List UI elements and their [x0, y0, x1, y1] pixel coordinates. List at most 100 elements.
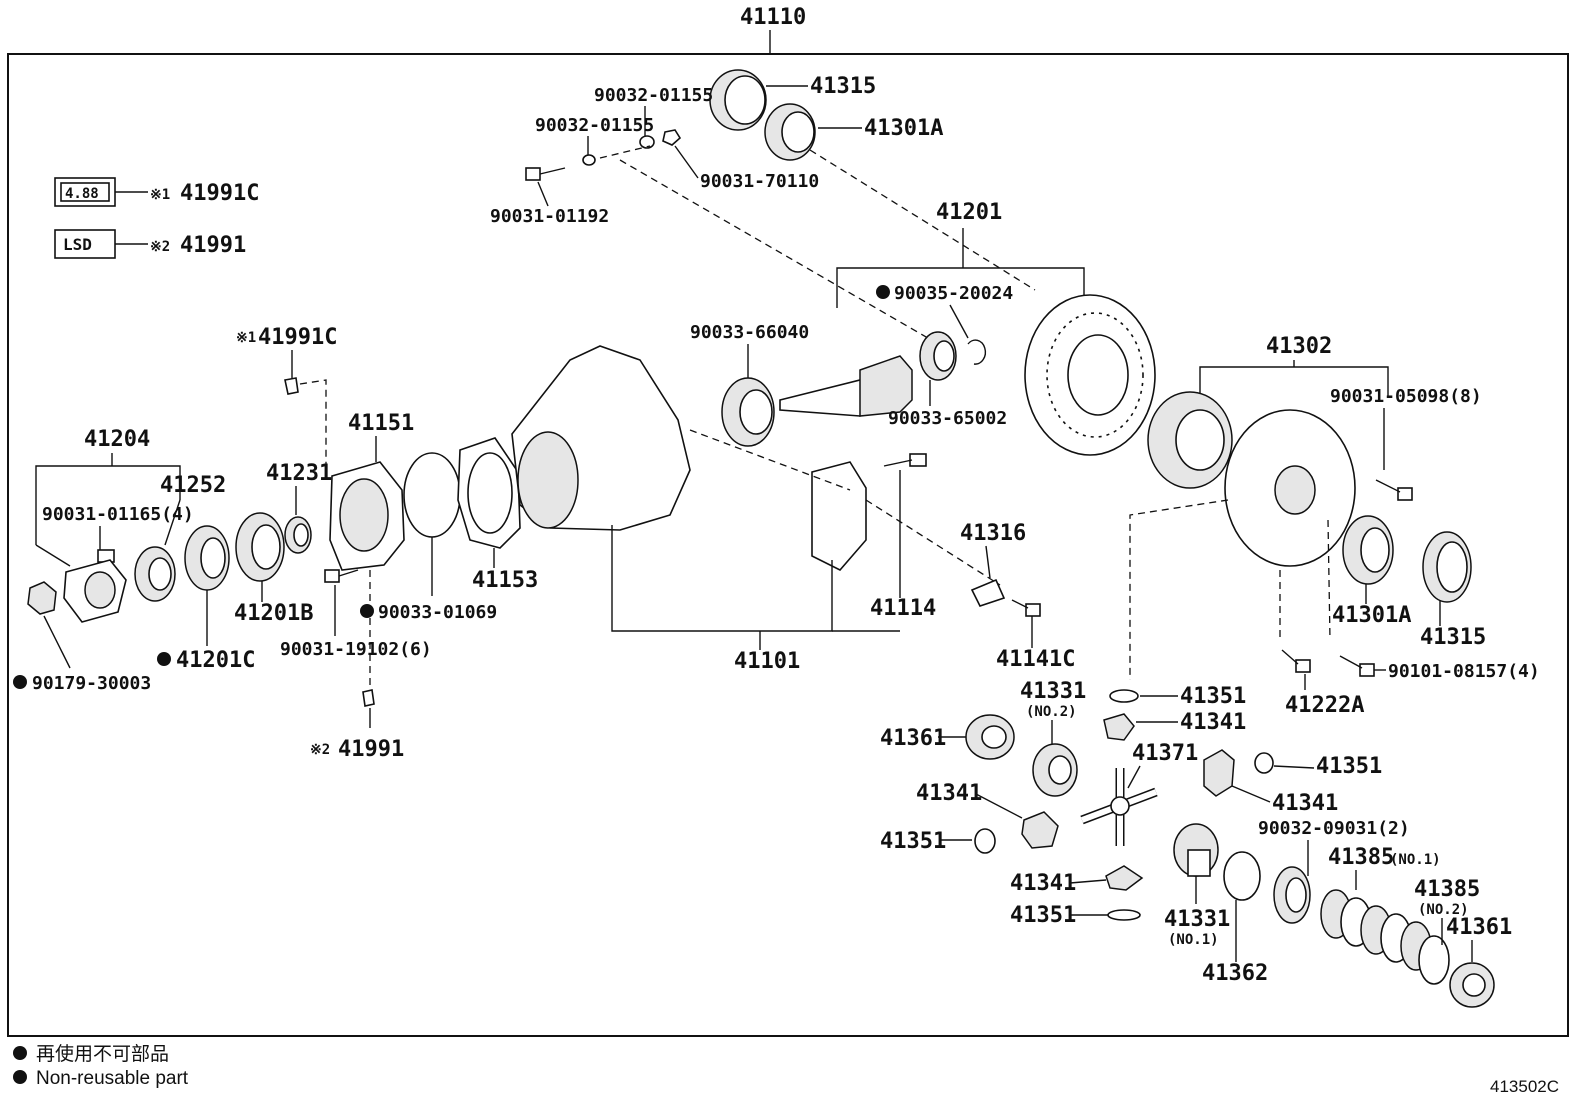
- label-41201C[interactable]: 41201C: [176, 648, 255, 673]
- label-41361-left[interactable]: 41361: [880, 726, 946, 751]
- label-41252[interactable]: 41252: [160, 473, 226, 498]
- label-41231[interactable]: 41231: [266, 461, 332, 486]
- non-reusable-dot: [360, 604, 374, 618]
- label-41341-d[interactable]: 41341: [1010, 871, 1076, 896]
- marker-1: ※1: [236, 330, 256, 346]
- label-90031-01165[interactable]: 90031-01165(4): [42, 504, 194, 525]
- washer-icon: [582, 154, 596, 166]
- bolt-head-icon: [1295, 659, 1311, 673]
- part-41231[interactable]: [284, 516, 312, 554]
- part-41301A-right[interactable]: [1342, 515, 1394, 585]
- label-90033-65002[interactable]: 90033-65002: [888, 408, 1007, 429]
- part-41361-left[interactable]: [965, 714, 1015, 760]
- label-90031-01192[interactable]: 90031-01192: [490, 206, 609, 227]
- leader: [537, 181, 549, 207]
- label-90033-01069[interactable]: 90033-01069: [378, 602, 497, 623]
- label-41141C[interactable]: 41141C: [996, 647, 1075, 672]
- label-41991-low[interactable]: 41991: [338, 737, 404, 762]
- part-41315-right[interactable]: [1422, 531, 1472, 603]
- label-41316[interactable]: 41316: [960, 521, 1026, 546]
- part-41361-right[interactable]: [1449, 962, 1495, 1008]
- label-41110[interactable]: 41110: [740, 5, 806, 30]
- label-90032-01155-a[interactable]: 90032-01155: [594, 85, 713, 106]
- part-41151[interactable]: [329, 461, 405, 571]
- label-41201B[interactable]: 41201B: [234, 601, 313, 626]
- leader: [975, 793, 1023, 819]
- label-90031-70110[interactable]: 90031-70110: [700, 171, 819, 192]
- label-41341-b[interactable]: 41341: [1272, 791, 1338, 816]
- label-90032-01155-b[interactable]: 90032-01155: [535, 115, 654, 136]
- pinion-shaft-cross[interactable]: [1080, 768, 1158, 846]
- diff-case-half-right[interactable]: [1224, 409, 1356, 567]
- variant-lsd[interactable]: LSD ※2 41991: [54, 229, 246, 259]
- bolt-shank-icon: [338, 569, 359, 577]
- label-41341-a[interactable]: 41341: [1180, 710, 1246, 735]
- label-90179-30003[interactable]: 90179-30003: [32, 673, 151, 694]
- label-41361-right[interactable]: 41361: [1446, 915, 1512, 940]
- leader: [949, 304, 969, 339]
- dash-link: [299, 379, 327, 480]
- label-41302[interactable]: 41302: [1266, 334, 1332, 359]
- label-41331-bottom-sub: (NO.1): [1168, 932, 1219, 948]
- side-gear-no2[interactable]: [1032, 743, 1078, 797]
- part-41301A-top[interactable]: 41301A: [764, 103, 943, 161]
- label-41331-top[interactable]: 41331: [1020, 679, 1086, 704]
- leader: [164, 499, 181, 546]
- bearing-cap[interactable]: [811, 461, 867, 571]
- non-reusable-dot: [13, 675, 27, 689]
- label-90101-08157[interactable]: 90101-08157(4): [1388, 661, 1540, 682]
- bearing-inner: [251, 524, 281, 570]
- label-41315-right[interactable]: 41315: [1420, 625, 1486, 650]
- label-41351-a[interactable]: 41351: [1180, 684, 1246, 709]
- part-90032-09031[interactable]: [1273, 866, 1311, 924]
- part-41101-carrier[interactable]: [511, 345, 691, 531]
- part-41201B[interactable]: [235, 512, 285, 582]
- label-41331-bottom[interactable]: 41331: [1164, 907, 1230, 932]
- label-41114[interactable]: 41114: [870, 596, 936, 621]
- leader: [1231, 785, 1271, 803]
- part-90033-66040[interactable]: [721, 377, 775, 447]
- label-41222A[interactable]: 41222A: [1285, 693, 1364, 718]
- diff-case-half-left[interactable]: [1147, 391, 1233, 489]
- gear-bore: [1048, 755, 1072, 785]
- part-41252[interactable]: [134, 546, 176, 602]
- label-41351-b[interactable]: 41351: [1316, 754, 1382, 779]
- label-41301A-right[interactable]: 41301A: [1332, 603, 1411, 628]
- label-41385-2[interactable]: 41385: [1414, 877, 1480, 902]
- label-90031-05098[interactable]: 90031-05098(8): [1330, 386, 1482, 407]
- label-41991C-mid[interactable]: 41991C: [258, 325, 337, 350]
- spacer-inner: [293, 523, 309, 547]
- part-41153[interactable]: [457, 437, 521, 549]
- part-90033-65002[interactable]: [919, 331, 957, 381]
- drive-pinion-gear[interactable]: [779, 355, 913, 417]
- variant-box-text: LSD: [63, 235, 92, 254]
- thrust-washer-icon: [1254, 752, 1274, 774]
- variant-4-88[interactable]: 4.88 ※1 41991C: [54, 177, 259, 207]
- case-half-inner: [1175, 409, 1225, 471]
- clutch-pack[interactable]: [1320, 889, 1450, 985]
- gasket-hole: [467, 452, 513, 534]
- label-90033-66040[interactable]: 90033-66040: [690, 322, 809, 343]
- side-gear-no1[interactable]: [1173, 823, 1219, 877]
- part-90033-01069[interactable]: [403, 452, 461, 538]
- label-90035-20024[interactable]: 90035-20024: [894, 283, 1013, 304]
- washer-icon: [639, 135, 655, 149]
- label-41385-1[interactable]: 41385: [1328, 845, 1394, 870]
- label-41351-c[interactable]: 41351: [880, 829, 946, 854]
- label-41341-c[interactable]: 41341: [916, 781, 982, 806]
- label-41204[interactable]: 41204: [84, 427, 150, 452]
- label-41371[interactable]: 41371: [1132, 741, 1198, 766]
- label-41362[interactable]: 41362: [1202, 961, 1268, 986]
- label-41151[interactable]: 41151: [348, 411, 414, 436]
- companion-flange[interactable]: [63, 559, 127, 623]
- label-90031-19102[interactable]: 90031-19102(6): [280, 639, 432, 660]
- part-90179-30003[interactable]: [27, 581, 57, 615]
- label-41101[interactable]: 41101: [734, 649, 800, 674]
- label-90032-09031[interactable]: 90032-09031(2): [1258, 818, 1410, 839]
- label-41153[interactable]: 41153: [472, 568, 538, 593]
- ring-gear[interactable]: [1024, 294, 1156, 456]
- label-41201[interactable]: 41201: [936, 200, 1002, 225]
- part-41315-top[interactable]: 41315: [709, 69, 876, 131]
- part-41201C[interactable]: [184, 525, 230, 591]
- label-41351-d[interactable]: 41351: [1010, 903, 1076, 928]
